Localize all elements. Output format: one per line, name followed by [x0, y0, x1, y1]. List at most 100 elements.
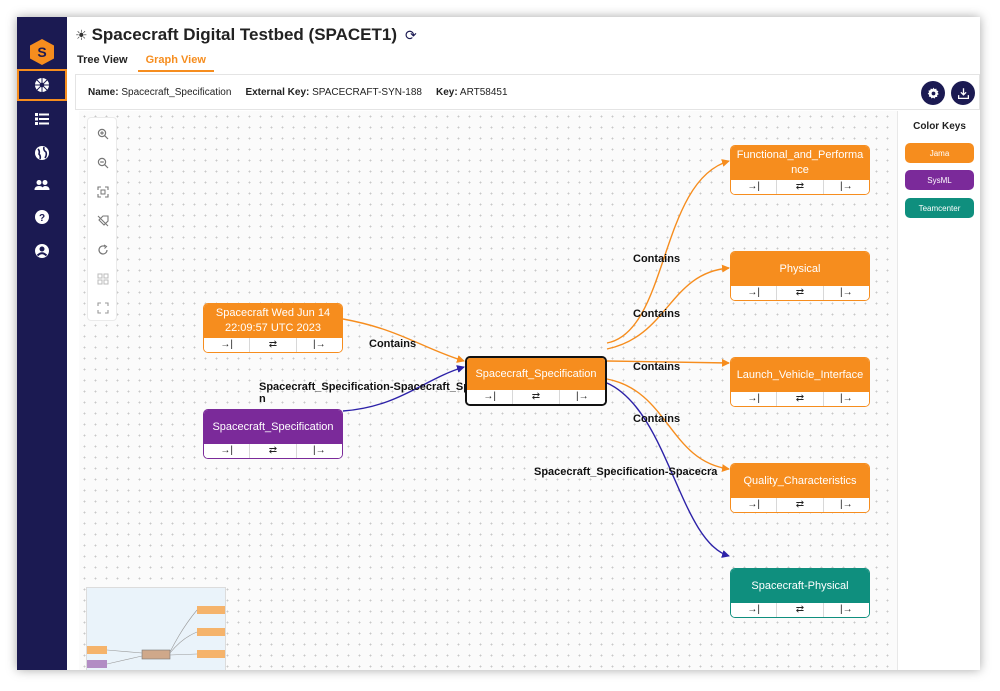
- expand-out-button[interactable]: |→: [822, 392, 869, 406]
- expand-both-button[interactable]: ⇄: [249, 444, 295, 458]
- info-key: Key: ART58451: [435, 86, 508, 98]
- sidebar-item-graph[interactable]: [17, 69, 67, 101]
- expand-out-button[interactable]: |→: [822, 498, 869, 512]
- graph-node-quality-characteristics[interactable]: Quality_Characteristics →| ⇄ |→: [730, 463, 870, 513]
- graph-node-functional-and-performance[interactable]: Functional_and_Performance →| ⇄ |→: [730, 145, 870, 195]
- settings-button[interactable]: [921, 81, 945, 105]
- graph-node-launch-vehicle-interface[interactable]: Launch_Vehicle_Interface →| ⇄ |→: [730, 357, 870, 407]
- gear-icon: [927, 87, 939, 99]
- view-tabs: Tree View Graph View: [75, 54, 218, 72]
- color-key-teamcenter: Teamcenter: [905, 198, 974, 218]
- download-button[interactable]: [951, 81, 975, 105]
- expand-in-button[interactable]: →|: [483, 391, 496, 402]
- expand-in-button[interactable]: →|: [747, 393, 760, 404]
- node-actions: →| ⇄ |→: [204, 444, 342, 458]
- tab-graph-view[interactable]: Graph View: [137, 54, 214, 72]
- graph-minimap[interactable]: [86, 587, 226, 670]
- edge-contains-launch: [606, 358, 730, 367]
- edge-sysml-link: [342, 365, 465, 412]
- edge-label: Spacecraft_Specification-Spacecra: [534, 466, 718, 478]
- node-actions: →| ⇄ |→: [204, 338, 342, 352]
- info-name: Name: Spacecraft_Specification: [88, 86, 232, 98]
- info-external-key: External Key: SPACECRAFT-SYN-188: [245, 86, 422, 98]
- users-icon: [34, 180, 50, 190]
- sun-icon: ☀: [75, 26, 88, 43]
- expand-in-button[interactable]: →|: [747, 604, 760, 615]
- node-actions: →| ⇄ |→: [731, 286, 869, 300]
- tab-tree-view[interactable]: Tree View: [77, 54, 128, 66]
- list-icon: [35, 113, 49, 125]
- expand-both-button[interactable]: ⇄: [776, 180, 822, 194]
- expand-out-button[interactable]: |→: [822, 180, 869, 194]
- expand-both-button[interactable]: ⇄: [776, 392, 822, 406]
- sidebar-item-help[interactable]: ?: [17, 201, 67, 233]
- graph-edges: [342, 159, 730, 558]
- edge-contains-functional: [606, 159, 730, 344]
- graph-node-physical[interactable]: Physical →| ⇄ |→: [730, 251, 870, 301]
- expand-in-button[interactable]: →|: [747, 181, 760, 192]
- expand-out-button[interactable]: |→: [295, 444, 342, 458]
- graph-node-spacecraft-physical[interactable]: Spacecraft-Physical →| ⇄ |→: [730, 568, 870, 618]
- color-keys-title: Color Keys: [913, 121, 966, 132]
- edge-label: Spacecraft_Specification-Spacecraft_Spec…: [259, 381, 518, 405]
- edge-label: Contains: [633, 361, 681, 373]
- expand-in-button[interactable]: →|: [220, 445, 233, 456]
- fullscreen-button[interactable]: [95, 300, 111, 316]
- grid-icon: [97, 273, 109, 285]
- node-actions: →| ⇄ |→: [731, 603, 869, 617]
- graph-node-spacecraft-specification-sysml[interactable]: Spacecraft_Specification →| ⇄ |→: [203, 409, 343, 459]
- edge-contains-quality: [606, 378, 730, 473]
- edge-label: Contains: [369, 338, 417, 350]
- refresh-icon[interactable]: ⟳: [405, 26, 417, 43]
- zoom-out-button[interactable]: [95, 155, 111, 171]
- graph-node-spacecraft-specification-selected[interactable]: Spacecraft_Specification →| ⇄ |→: [465, 356, 607, 406]
- download-icon: [957, 87, 969, 99]
- sidebar-item-users[interactable]: [17, 169, 67, 201]
- edge-contains-physical: [606, 264, 730, 350]
- sidebar-item-account[interactable]: [17, 235, 67, 267]
- expand-both-button[interactable]: ⇄: [776, 286, 822, 300]
- sidebar-item-list[interactable]: [17, 103, 67, 135]
- expand-both-button[interactable]: ⇄: [776, 498, 822, 512]
- minimap-preview: [87, 606, 225, 668]
- zoom-out-icon: [97, 157, 109, 169]
- globe-icon: [35, 146, 49, 160]
- graph-canvas[interactable]: Contains Spacecraft_Specification-Spacec…: [79, 111, 897, 670]
- zoom-in-button[interactable]: [95, 126, 111, 142]
- expand-both-button[interactable]: ⇄: [512, 390, 558, 404]
- expand-in-button[interactable]: →|: [220, 339, 233, 350]
- zoom-controls: [87, 117, 117, 321]
- expand-both-button[interactable]: ⇄: [249, 338, 295, 352]
- expand-both-button[interactable]: ⇄: [776, 603, 822, 617]
- node-actions: →| ⇄ |→: [467, 390, 605, 404]
- color-key-sysml: SysML: [905, 170, 974, 190]
- item-info-bar: Name: Spacecraft_Specification External …: [75, 74, 980, 110]
- reload-icon: [98, 244, 108, 255]
- expand-out-button[interactable]: |→: [295, 338, 342, 352]
- expand-out-button[interactable]: |→: [822, 603, 869, 617]
- expand-in-button[interactable]: →|: [747, 287, 760, 298]
- fit-view-icon: [97, 186, 109, 198]
- reset-layout-button[interactable]: [95, 242, 111, 258]
- grid-toggle-button[interactable]: [95, 271, 111, 287]
- svg-text:S: S: [37, 44, 46, 60]
- sidebar-item-globe[interactable]: [17, 137, 67, 169]
- tag-off-icon: [97, 215, 109, 227]
- node-actions: →| ⇄ |→: [731, 498, 869, 512]
- hide-labels-button[interactable]: [95, 213, 111, 229]
- fullscreen-icon: [97, 302, 109, 314]
- edge-label: Contains: [633, 413, 681, 425]
- color-keys-panel: Color Keys Jama SysML Teamcenter: [897, 111, 980, 670]
- account-icon: [35, 244, 49, 258]
- expand-out-button[interactable]: |→: [822, 286, 869, 300]
- page-title: Spacecraft Digital Testbed (SPACET1): [91, 25, 397, 44]
- edge-label: Contains: [633, 253, 681, 265]
- app-logo-icon: S: [30, 39, 54, 65]
- edge-label: Contains: [633, 308, 681, 320]
- graph-node-spacecraft-root[interactable]: Spacecraft Wed Jun 14 22:09:57 UTC 2023 …: [203, 303, 343, 353]
- node-actions: →| ⇄ |→: [731, 392, 869, 406]
- expand-out-button[interactable]: |→: [558, 390, 605, 404]
- sidebar: S: [17, 17, 67, 670]
- fit-view-button[interactable]: [95, 184, 111, 200]
- expand-in-button[interactable]: →|: [747, 499, 760, 510]
